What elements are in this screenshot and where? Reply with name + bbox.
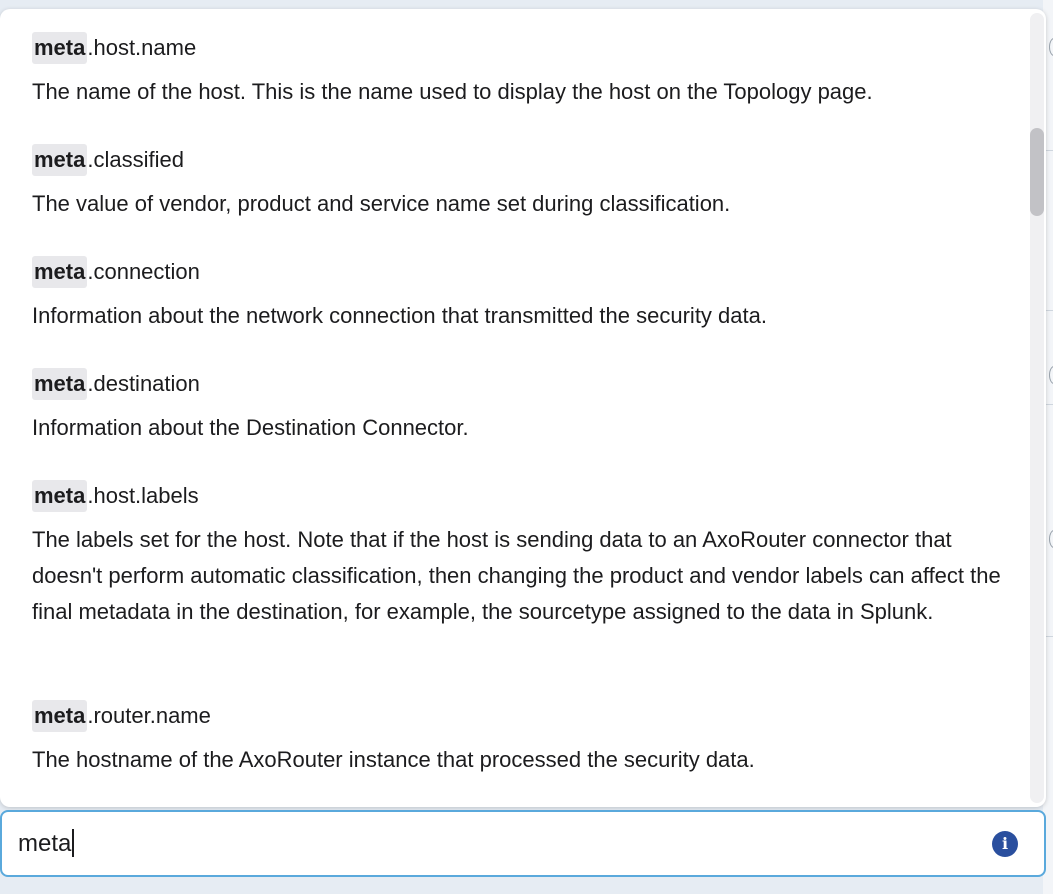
suggestion-item-meta-destination[interactable]: meta.destination Information about the D… (32, 368, 1012, 446)
suggestion-description: The value of vendor, product and service… (32, 191, 731, 216)
suggestion-field-name: meta.classified (32, 144, 1012, 176)
text-caret (72, 828, 75, 857)
suggestion-description: The name of the host. This is the name u… (32, 79, 873, 104)
suggestion-field-name: meta.router.name (32, 700, 1012, 732)
suggestion-field-name: meta.destination (32, 368, 1012, 400)
autocomplete-suggestions-panel: meta.host.name The name of the host. Thi… (0, 9, 1046, 807)
background-divider (1045, 150, 1053, 151)
suggestion-field-suffix: .router.name (87, 703, 211, 728)
suggestion-match-highlight: meta (32, 144, 88, 176)
background-divider (1045, 404, 1053, 405)
suggestion-field-suffix: .connection (87, 259, 200, 284)
suggestion-match-highlight: meta (32, 368, 88, 400)
suggestion-item-meta-router-name[interactable]: meta.router.name The hostname of the Axo… (32, 700, 1012, 778)
background-divider (1045, 636, 1053, 637)
background-divider (1045, 310, 1053, 311)
suggestion-item-meta-connection[interactable]: meta.connection Information about the ne… (32, 256, 1012, 334)
suggestion-field-name: meta.host.labels (32, 480, 1012, 512)
query-input-field[interactable]: meta (18, 812, 75, 875)
suggestion-field-suffix: .destination (87, 371, 200, 396)
query-input[interactable]: meta i (0, 810, 1046, 877)
suggestion-description: The hostname of the AxoRouter instance t… (32, 747, 755, 772)
suggestion-list-scrollbar[interactable] (1030, 13, 1044, 803)
suggestion-item-meta-host-labels[interactable]: meta.host.labels The labels set for the … (32, 480, 1012, 630)
suggestion-description: Information about the Destination Connec… (32, 415, 469, 440)
suggestion-description: Information about the network connection… (32, 303, 767, 328)
info-icon[interactable]: i (992, 831, 1018, 857)
background-control-edge (1049, 366, 1053, 384)
suggestion-match-highlight: meta (32, 256, 88, 288)
suggestion-match-highlight: meta (32, 700, 88, 732)
background-control-edge (1049, 38, 1053, 56)
suggestion-description: The labels set for the host. Note that i… (32, 527, 1001, 624)
suggestion-field-name: meta.connection (32, 256, 1012, 288)
suggestion-field-suffix: .host.labels (87, 483, 199, 508)
suggestion-item-meta-classified[interactable]: meta.classified The value of vendor, pro… (32, 144, 1012, 222)
query-input-value: meta (18, 830, 72, 857)
suggestion-field-name: meta.host.name (32, 32, 1012, 64)
suggestion-field-suffix: .classified (87, 147, 184, 172)
background-page-edge (1043, 0, 1053, 894)
suggestion-match-highlight: meta (32, 32, 88, 64)
suggestion-field-suffix: .host.name (87, 35, 197, 60)
scrollbar-thumb[interactable] (1030, 128, 1044, 216)
suggestion-item-meta-host-name[interactable]: meta.host.name The name of the host. Thi… (32, 32, 1012, 110)
suggestion-match-highlight: meta (32, 480, 88, 512)
background-control-edge (1049, 530, 1053, 548)
